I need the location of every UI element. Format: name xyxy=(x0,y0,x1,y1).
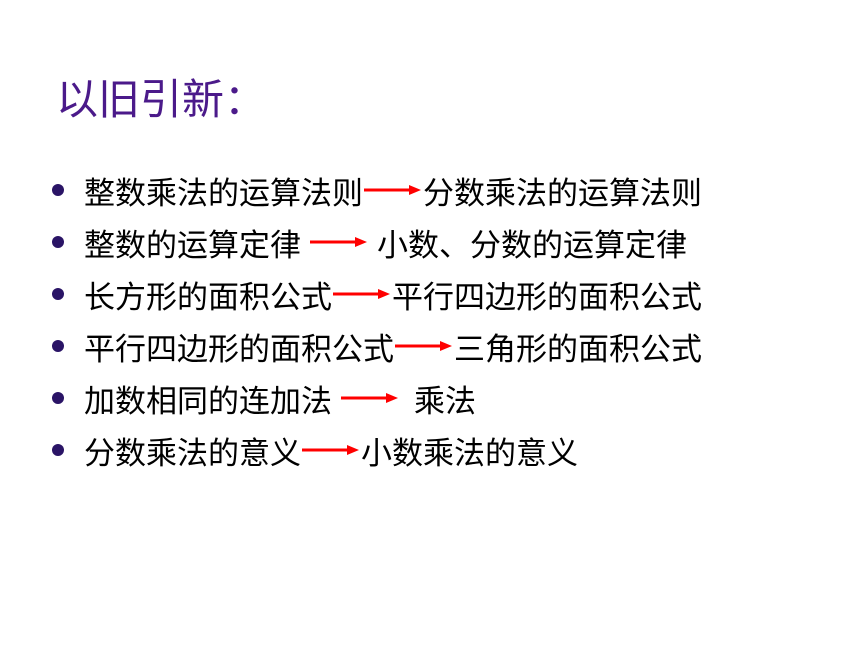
right-arrow-icon-svg xyxy=(364,185,421,195)
bullet-list: 整数乘法的运算法则 分数乘法的运算法则 整数的运算定律 小数、分数的运算定律 xyxy=(52,164,852,476)
bullet-dot-icon xyxy=(52,184,64,196)
bullet-dot-icon xyxy=(52,444,64,456)
right-arrow-icon xyxy=(340,390,400,406)
list-item: 平行四边形的面积公式 三角形的面积公式 xyxy=(52,320,852,372)
right-arrow-icon-svg xyxy=(310,237,367,247)
right-arrow-icon-svg xyxy=(302,445,359,455)
bullet-dot-icon xyxy=(52,392,64,404)
right-arrow-icon-svg xyxy=(333,289,390,299)
item-to: 乘法 xyxy=(414,383,476,420)
item-from: 加数相同的连加法 xyxy=(84,383,332,420)
item-from: 平行四边形的面积公式 xyxy=(84,331,394,368)
right-arrow-icon xyxy=(363,182,423,198)
item-from: 分数乘法的意义 xyxy=(84,435,301,472)
list-item: 整数乘法的运算法则 分数乘法的运算法则 xyxy=(52,164,852,216)
list-item: 加数相同的连加法 乘法 xyxy=(52,372,852,424)
bullet-dot-icon xyxy=(52,236,64,248)
item-to: 三角形的面积公式 xyxy=(454,331,702,368)
bullet-dot-icon xyxy=(52,340,64,352)
item-from: 整数的运算定律 xyxy=(84,227,301,264)
item-from: 长方形的面积公式 xyxy=(84,279,332,316)
item-from: 整数乘法的运算法则 xyxy=(84,175,363,212)
list-item: 分数乘法的意义 小数乘法的意义 xyxy=(52,424,852,476)
slide-title: 以旧引新： xyxy=(56,75,267,124)
right-arrow-icon-svg xyxy=(341,393,398,403)
right-arrow-icon xyxy=(332,286,392,302)
right-arrow-icon-svg xyxy=(395,341,452,351)
item-to: 平行四边形的面积公式 xyxy=(392,279,702,316)
right-arrow-icon xyxy=(301,442,361,458)
right-arrow-icon xyxy=(309,234,369,250)
list-item: 整数的运算定律 小数、分数的运算定律 xyxy=(52,216,852,268)
bullet-dot-icon xyxy=(52,288,64,300)
list-item: 长方形的面积公式 平行四边形的面积公式 xyxy=(52,268,852,320)
item-to: 小数乘法的意义 xyxy=(361,435,578,472)
right-arrow-icon xyxy=(394,338,454,354)
item-to: 小数、分数的运算定律 xyxy=(377,227,687,264)
item-to: 分数乘法的运算法则 xyxy=(423,175,702,212)
